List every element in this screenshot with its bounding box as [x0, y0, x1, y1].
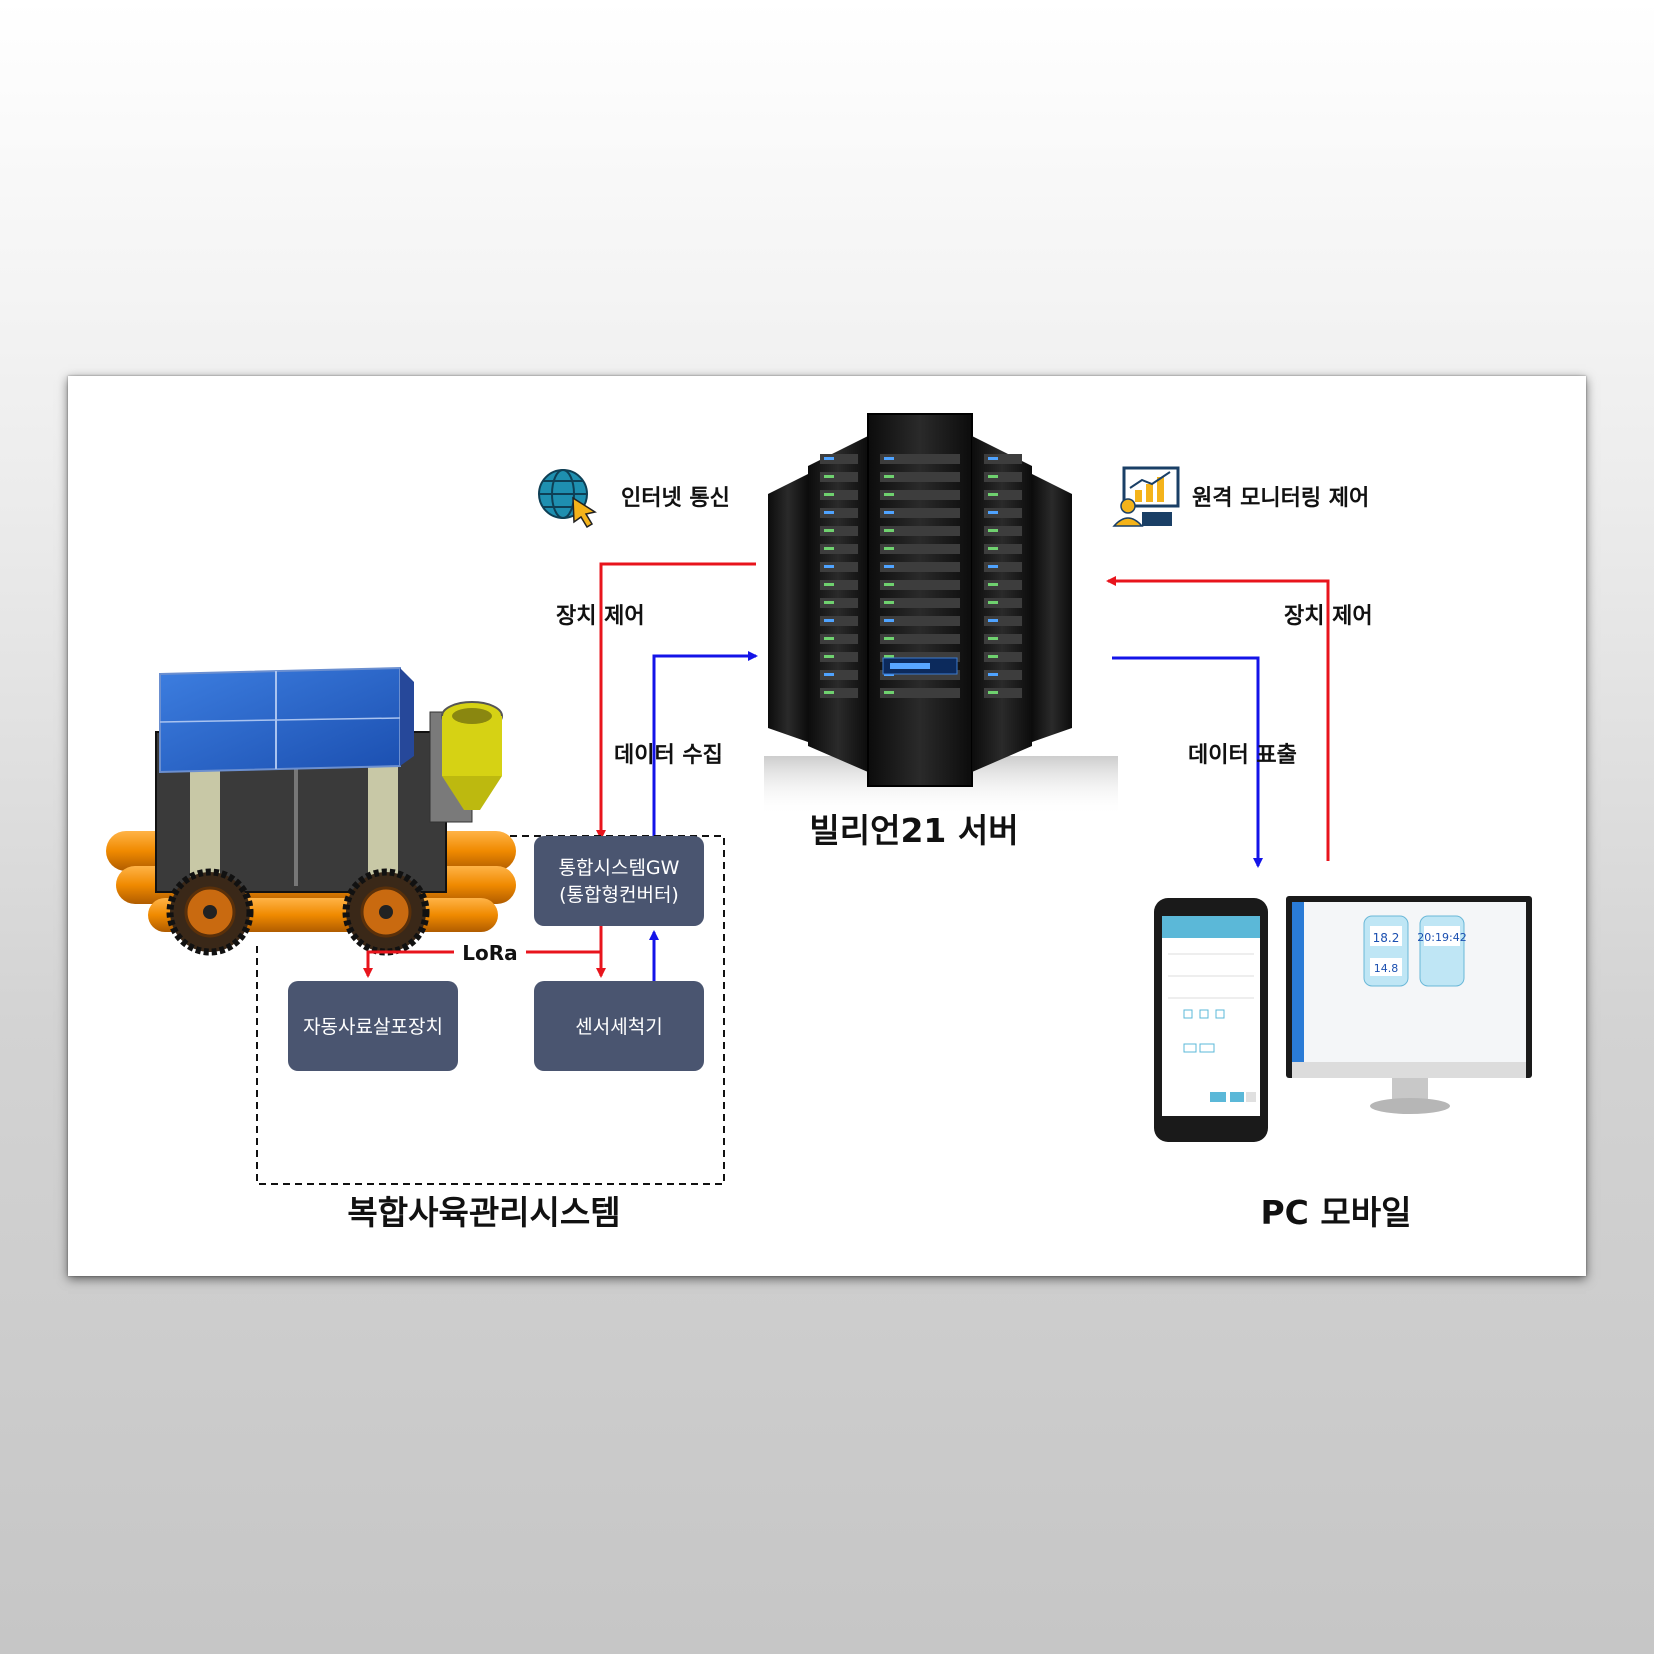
remote-monitoring-icon: [1112, 466, 1180, 527]
feeding-robot-image: [106, 666, 516, 956]
pc-mobile-label: PC 모바일: [1261, 1193, 1412, 1232]
data-collect-label: 데이터 수집: [614, 743, 723, 768]
temp-readout: 18.2: [1373, 931, 1400, 945]
feeder-box: [288, 981, 458, 1071]
system-title: 복합사육관리시스템: [347, 1193, 620, 1232]
data-output-label: 데이터 표출: [1188, 743, 1297, 768]
system-diagram: 인터넷 통신 원격 모니터링 제어 장치 제어 데이터 수집 장치 제어 데이터…: [106, 413, 1532, 1232]
internet-label: 인터넷 통신: [621, 486, 730, 511]
data-output-arrow-server-to-pc: [1112, 656, 1263, 868]
temp-readout-2: 14.8: [1374, 962, 1399, 975]
server-racks-image: [764, 413, 1118, 816]
sensor-cleaner-box: [534, 981, 704, 1071]
globe-cursor-icon: [538, 469, 597, 529]
control-arrow-server-to-gw: [596, 562, 756, 840]
remote-monitoring-label: 원격 모니터링 제어: [1192, 486, 1369, 511]
sensor-cleaner-label: 센서세척기: [575, 1016, 662, 1038]
device-control-left-label: 장치 제어: [556, 604, 645, 629]
feeder-label: 자동사료살포장치: [303, 1016, 443, 1038]
gateway-label: 통합시스템GW: [559, 857, 680, 879]
data-collect-arrow-gw-to-server: [652, 651, 758, 838]
lora-label: LoRa: [462, 941, 517, 965]
control-arrow-mobile-to-server: [1106, 576, 1330, 861]
gateway-box: [534, 836, 704, 926]
gateway-sublabel: (통합형컨버터): [559, 884, 679, 906]
device-control-right-label: 장치 제어: [1284, 604, 1373, 629]
server-label: 빌리언21 서버: [809, 811, 1018, 850]
diagram-panel: 인터넷 통신 원격 모니터링 제어 장치 제어 데이터 수집 장치 제어 데이터…: [68, 376, 1586, 1276]
clock-readout: 20:19:42: [1417, 931, 1466, 944]
pc-monitor-image: [1286, 896, 1532, 1114]
mobile-phone-image: [1154, 898, 1268, 1142]
